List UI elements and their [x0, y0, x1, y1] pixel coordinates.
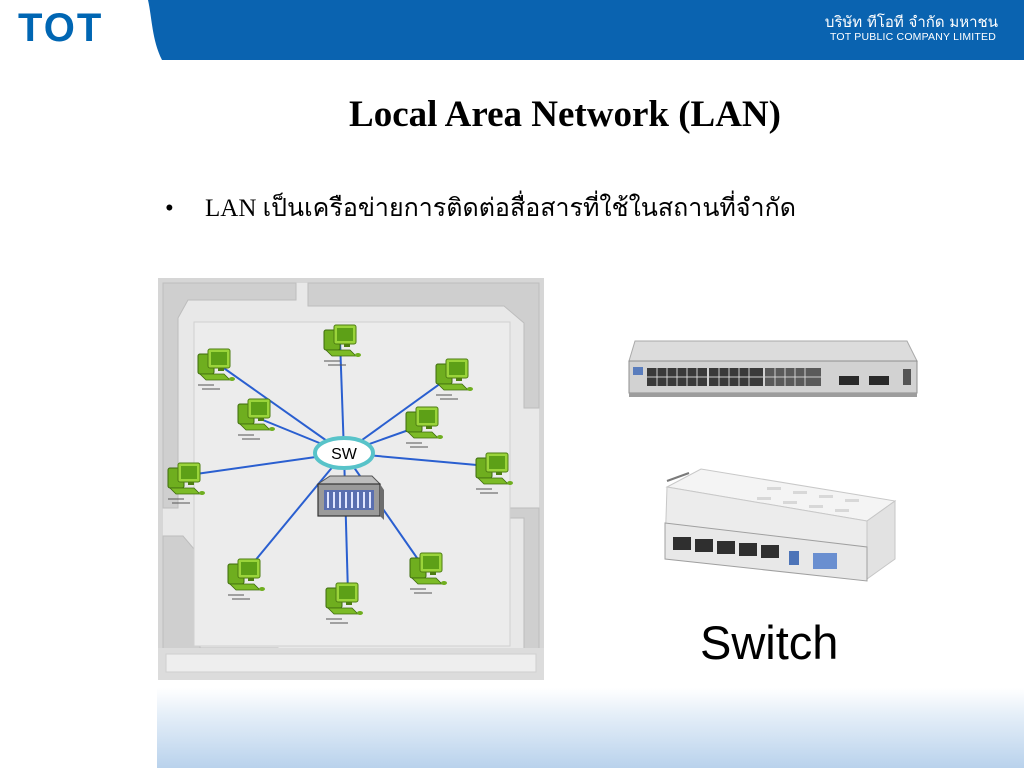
company-name-english: TOT PUBLIC COMPANY LIMITED: [829, 31, 996, 43]
bullet-item: • LAN เป็นเครือข่ายการติดต่อสื่อสารที่ใช้…: [165, 193, 796, 225]
lan-floorplan-diagram: SW: [158, 278, 544, 680]
footer-gradient: [157, 688, 1024, 768]
slide-title: Local Area Network (LAN): [349, 94, 781, 135]
company-name-thai: บริษัท ทีโอที จำกัด มหาชน: [824, 13, 998, 31]
switch-caption: Switch: [700, 616, 839, 669]
sw-hub: SW: [313, 436, 375, 470]
bullet-marker: •: [165, 195, 174, 222]
tot-logo: TOT: [18, 6, 104, 50]
rack-switch-image: [628, 340, 918, 397]
header-bar: TOT บริษัท ทีโอที จำกัด มหาชน TOT PUBLIC…: [0, 0, 1024, 60]
switch-device-icon: [316, 475, 384, 520]
header-background: [0, 0, 1024, 60]
sw-hub-label: SW: [331, 446, 358, 463]
bullet-text: LAN เป็นเครือข่ายการติดต่อสื่อสารที่ใช้ใ…: [205, 195, 796, 222]
desktop-switch-image: [664, 468, 897, 582]
